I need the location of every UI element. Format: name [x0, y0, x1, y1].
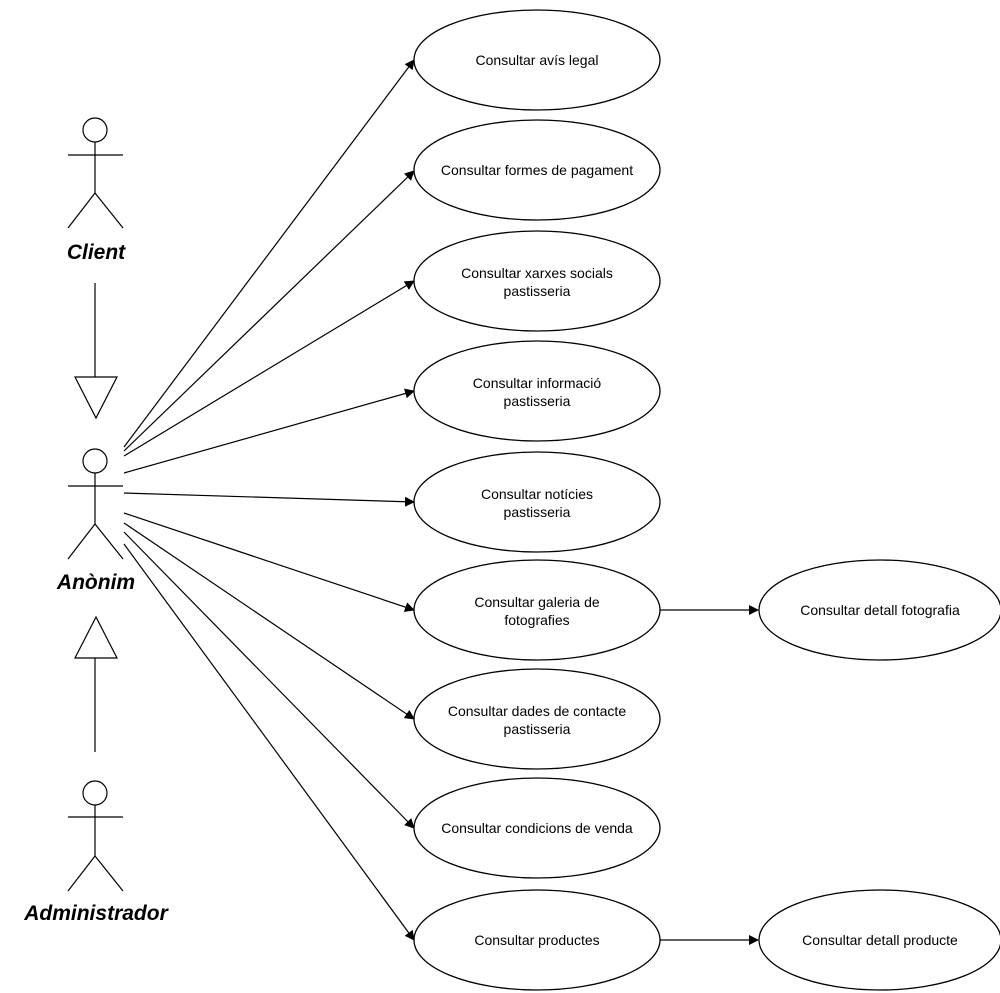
use-case-ellipse [413, 668, 661, 770]
use-case-xarxes-socials[interactable]: Consultar xarxes socials pastisseria [413, 230, 661, 332]
use-case-label-line-2: pastisseria [504, 393, 571, 409]
use-case-label-line-1: Consultar dades de contacte [448, 703, 626, 719]
use-case-detall-fotografia[interactable]: Consultar detall fotografia [758, 559, 1000, 661]
generalization-arrowhead [74, 376, 118, 420]
use-case-informacio[interactable]: Consultar informació pastisseria [413, 340, 661, 442]
use-case-label-line-2: pastisseria [504, 721, 571, 737]
generalization-client-anonim [74, 283, 118, 420]
use-case-label-line-1: Consultar informació [473, 375, 602, 391]
actor-administrador-label: Administrador [23, 902, 169, 925]
association-arrow [123, 543, 415, 941]
actor-anonim[interactable]: Anònim [56, 448, 135, 594]
actor-administrador-left-leg [67, 855, 96, 892]
use-case-label-line-1: Consultar notícies [481, 486, 593, 502]
actor-client[interactable]: Client [67, 117, 126, 264]
association-arrow [123, 170, 415, 452]
associations [123, 59, 415, 941]
use-case-ellipse [413, 451, 661, 553]
use-case-ellipse [758, 889, 1000, 991]
use-case-ellipse [758, 559, 1000, 661]
use-case-avis-legal[interactable]: Consultar avís legal [413, 9, 661, 111]
use-case-label: Consultar condicions de venda [441, 820, 633, 836]
use-case-ellipse [413, 340, 661, 442]
use-case-detall-producte[interactable]: Consultar detall producte [758, 889, 1000, 991]
association-arrow [123, 492, 415, 507]
use-case-label: Consultar productes [474, 932, 599, 948]
use-case-label-line-1: Consultar xarxes socials [461, 265, 613, 281]
actor-anonim-left-leg [67, 523, 96, 560]
association-arrow [123, 388, 415, 474]
actor-client-head [82, 117, 108, 143]
use-case-productes[interactable]: Consultar productes [413, 889, 661, 991]
use-case-galeria-fotografies[interactable]: Consultar galeria de fotografies [413, 559, 661, 661]
association-arrow [123, 522, 415, 720]
actor-anonim-label: Anònim [56, 571, 135, 594]
use-case-label: Consultar detall producte [802, 932, 958, 948]
actor-anonim-head [82, 448, 108, 474]
use-case-label-line-1: Consultar galeria de [474, 594, 600, 610]
use-case-label: Consultar avís legal [476, 52, 599, 68]
actor-anonim-right-leg [94, 523, 124, 560]
use-case-ellipse [413, 9, 661, 111]
actor-administrador-head [82, 780, 108, 806]
actor-administrador[interactable]: Administrador [23, 780, 170, 925]
use-case-ellipse [413, 777, 661, 879]
use-case-label-line-2: pastisseria [504, 283, 571, 299]
use-case-ellipse [413, 119, 661, 221]
use-case-ellipse [413, 230, 661, 332]
generalization-administrador-anonim [74, 615, 118, 752]
use-case-condicions-venda[interactable]: Consultar condicions de venda [413, 777, 661, 879]
use-case-dades-contacte[interactable]: Consultar dades de contacte pastisseria [413, 668, 661, 770]
actor-client-left-leg [67, 192, 96, 229]
use-case-label-line-2: fotografies [504, 612, 569, 628]
association-arrow [123, 512, 415, 612]
use-case-noticies[interactable]: Consultar notícies pastisseria [413, 451, 661, 553]
actor-client-label: Client [67, 241, 126, 264]
association-arrow [123, 280, 415, 457]
use-case-formes-de-pagament[interactable]: Consultar formes de pagament [413, 119, 661, 221]
generalization-arrowhead [74, 615, 118, 659]
use-case-label-line-2: pastisseria [504, 504, 571, 520]
association-arrow [123, 531, 415, 829]
use-case-ellipse [413, 559, 661, 661]
use-case-label: Consultar formes de pagament [441, 162, 633, 178]
use-case-label: Consultar detall fotografia [800, 602, 960, 618]
association-arrow [123, 59, 415, 448]
actor-client-right-leg [94, 192, 124, 229]
actor-administrador-right-leg [94, 855, 124, 892]
